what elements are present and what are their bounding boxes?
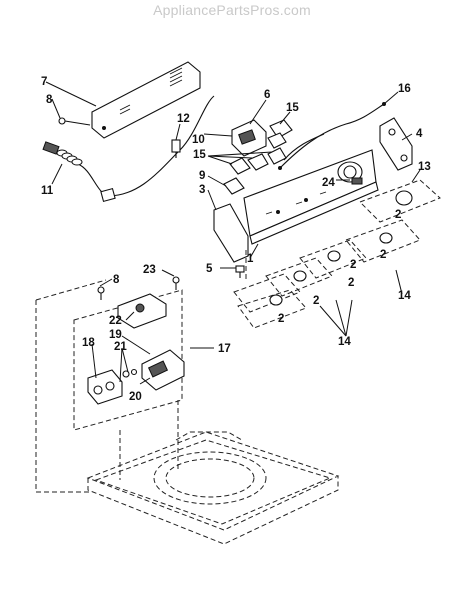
leader-lines [45, 81, 421, 385]
callout-2: 2 [278, 313, 284, 325]
cord-clip-part[interactable] [171, 139, 181, 158]
callout-3: 3 [199, 184, 205, 196]
power-cord-part[interactable] [42, 95, 215, 203]
callout-23: 23 [143, 264, 156, 276]
callout-13: 13 [418, 161, 431, 173]
callout-1: 1 [247, 253, 254, 265]
knob-part[interactable] [269, 190, 413, 306]
watermark: AppliancePartsPros.com [153, 2, 311, 18]
callout-5: 5 [206, 263, 213, 275]
callout-19: 19 [109, 329, 122, 341]
callout-14: 14 [398, 290, 411, 302]
callout-2: 2 [380, 249, 386, 261]
callout-17: 17 [218, 343, 231, 355]
callout-11: 11 [41, 185, 54, 197]
callout-7: 7 [41, 76, 47, 88]
control-console-part[interactable] [243, 149, 379, 245]
callout-2: 2 [313, 295, 319, 307]
pressure-switch-part[interactable] [141, 349, 185, 391]
callout-4: 4 [416, 128, 423, 140]
callout-labels: 7 8 11 12 6 10 15 16 4 15 9 3 13 24 2 2 … [41, 76, 431, 403]
water-valve-part[interactable] [87, 368, 138, 405]
callout-2: 2 [348, 277, 354, 289]
end-cap-part[interactable] [379, 117, 413, 171]
cabinet-top-dashed [86, 431, 340, 545]
screw-part[interactable] [97, 276, 180, 300]
callout-20: 20 [129, 391, 142, 403]
callout-16: 16 [398, 83, 411, 95]
callout-8: 8 [113, 274, 120, 286]
callout-22: 22 [109, 315, 122, 327]
callout-15: 15 [286, 102, 299, 114]
timer-part[interactable] [231, 119, 267, 157]
callout-24: 24 [322, 177, 335, 189]
screw-part[interactable] [58, 117, 91, 126]
callout-14: 14 [338, 336, 351, 348]
bracket-part[interactable] [117, 293, 167, 329]
callout-2: 2 [350, 259, 356, 271]
callout-6: 6 [264, 89, 270, 101]
switch-part[interactable] [223, 147, 287, 195]
knob-part[interactable] [351, 177, 363, 185]
callout-2: 2 [395, 209, 401, 221]
callout-18: 18 [82, 337, 95, 349]
callout-8: 8 [46, 94, 53, 106]
callout-9: 9 [199, 170, 205, 182]
callout-15: 15 [193, 149, 206, 161]
valve-assembly-dashed [35, 250, 247, 493]
callout-10: 10 [192, 134, 205, 146]
callout-12: 12 [177, 113, 190, 125]
rear-panel-part[interactable] [91, 61, 201, 139]
switch-part[interactable] [267, 119, 293, 149]
callout-21: 21 [114, 341, 127, 353]
screw-part[interactable] [235, 265, 245, 278]
end-cap-left-part[interactable] [213, 203, 249, 263]
